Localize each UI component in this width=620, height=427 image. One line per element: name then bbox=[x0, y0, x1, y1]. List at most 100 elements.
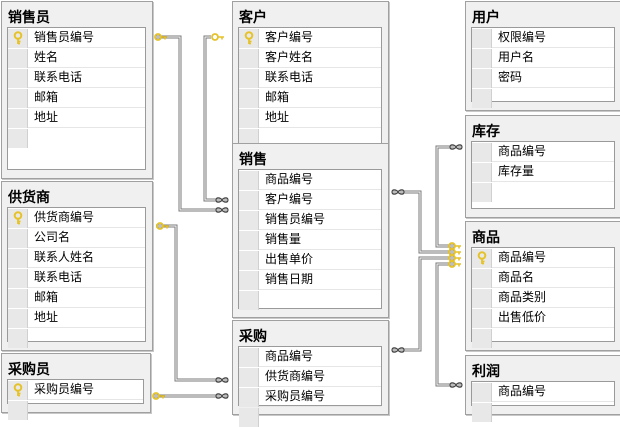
column-row[interactable]: 地址 bbox=[8, 108, 145, 128]
primary-key-icon bbox=[244, 31, 253, 45]
row-selector bbox=[472, 288, 492, 308]
empty-column-row[interactable] bbox=[239, 407, 381, 427]
column-row[interactable]: 供货商编号 bbox=[239, 367, 381, 387]
many-end-icon bbox=[449, 144, 463, 150]
column-row[interactable]: 邮箱 bbox=[8, 288, 145, 308]
column-row[interactable]: 商品编号 bbox=[239, 170, 381, 190]
column-row[interactable]: 供货商编号 bbox=[8, 208, 145, 228]
row-selector bbox=[8, 228, 28, 248]
column-row[interactable]: 地址 bbox=[8, 308, 145, 328]
column-row[interactable]: 联系电话 bbox=[239, 68, 381, 88]
column-row[interactable]: 采购员编号 bbox=[8, 380, 143, 400]
empty-column-row[interactable] bbox=[472, 182, 614, 202]
table-product[interactable]: 商品商品编号商品名商品类别出售低价 bbox=[465, 221, 620, 351]
column-row[interactable]: 销售员编号 bbox=[239, 210, 381, 230]
empty-column-row[interactable] bbox=[472, 402, 614, 422]
column-row[interactable]: 权限编号 bbox=[472, 28, 614, 48]
column-row[interactable]: 销售量 bbox=[239, 230, 381, 250]
row-selector bbox=[8, 48, 28, 68]
empty-column-row[interactable] bbox=[472, 328, 614, 348]
column-row[interactable]: 姓名 bbox=[8, 48, 145, 68]
column-row[interactable]: 出售单价 bbox=[239, 250, 381, 270]
table-purchase[interactable]: 采购商品编号供货商编号采购员编号 bbox=[232, 320, 389, 427]
column-name: 销售员编号 bbox=[28, 28, 145, 48]
column-row[interactable]: 出售低价 bbox=[472, 308, 614, 328]
empty-column-row[interactable] bbox=[8, 400, 143, 420]
row-selector bbox=[8, 308, 28, 328]
table-title: 销售 bbox=[239, 152, 267, 168]
relationship-line bbox=[392, 190, 455, 254]
column-row[interactable]: 客户编号 bbox=[239, 28, 381, 48]
row-selector bbox=[239, 347, 259, 367]
table-user[interactable]: 用户权限编号用户名密码 bbox=[465, 1, 620, 111]
column-row[interactable]: 用户名 bbox=[472, 48, 614, 68]
table-profit[interactable]: 利润商品编号 bbox=[465, 355, 620, 422]
column-row[interactable]: 邮箱 bbox=[8, 88, 145, 108]
table-buyer[interactable]: 采购员采购员编号 bbox=[1, 353, 151, 420]
table-supplier[interactable]: 供货商供货商编号公司名联系人姓名联系电话邮箱地址 bbox=[1, 181, 153, 351]
column-row[interactable]: 商品编号 bbox=[239, 347, 381, 367]
column-name: 客户编号 bbox=[259, 28, 381, 48]
column-name: 采购员编号 bbox=[259, 387, 381, 407]
column-row[interactable]: 商品编号 bbox=[472, 142, 614, 162]
column-row[interactable]: 客户编号 bbox=[239, 190, 381, 210]
column-row[interactable]: 地址 bbox=[239, 108, 381, 128]
relationship-line bbox=[435, 262, 462, 387]
column-row[interactable]: 邮箱 bbox=[239, 88, 381, 108]
row-selector bbox=[472, 142, 492, 162]
column-row[interactable]: 联系电话 bbox=[8, 68, 145, 88]
row-selector bbox=[472, 328, 492, 348]
empty-column-row[interactable] bbox=[8, 128, 145, 148]
primary-key-icon bbox=[13, 31, 22, 45]
many-end-icon bbox=[391, 347, 405, 353]
column-name: 客户编号 bbox=[259, 190, 381, 210]
column-name: 商品编号 bbox=[492, 248, 614, 268]
column-name: 销售员编号 bbox=[259, 210, 381, 230]
table-title: 利润 bbox=[472, 364, 500, 380]
column-row[interactable]: 公司名 bbox=[8, 228, 145, 248]
table-title: 库存 bbox=[472, 124, 500, 140]
table-salesperson[interactable]: 销售员销售员编号姓名联系电话邮箱地址 bbox=[1, 1, 153, 179]
column-row[interactable]: 客户姓名 bbox=[239, 48, 381, 68]
column-name: 姓名 bbox=[28, 48, 145, 68]
column-name: 供货商编号 bbox=[259, 367, 381, 387]
column-name: 联系电话 bbox=[28, 268, 145, 288]
column-row[interactable]: 采购员编号 bbox=[239, 387, 381, 407]
column-row[interactable]: 联系电话 bbox=[8, 268, 145, 288]
column-row[interactable]: 商品类别 bbox=[472, 288, 614, 308]
table-title: 供货商 bbox=[8, 190, 50, 206]
table-sales[interactable]: 销售商品编号客户编号销售员编号销售量出售单价销售日期 bbox=[232, 143, 389, 318]
empty-column-row[interactable] bbox=[239, 128, 381, 148]
one-end-key-icon bbox=[156, 222, 169, 230]
empty-column-row[interactable] bbox=[472, 88, 614, 108]
relationship-line bbox=[156, 225, 228, 381]
one-end-key-icon bbox=[448, 260, 461, 268]
empty-column-row[interactable] bbox=[239, 290, 381, 310]
column-row[interactable]: 联系人姓名 bbox=[8, 248, 145, 268]
column-row[interactable]: 密码 bbox=[472, 68, 614, 88]
row-selector bbox=[8, 88, 28, 108]
column-name: 库存量 bbox=[492, 162, 614, 182]
row-selector bbox=[239, 28, 259, 48]
column-row[interactable]: 商品编号 bbox=[472, 248, 614, 268]
relationship-line bbox=[204, 36, 228, 201]
column-row[interactable]: 库存量 bbox=[472, 162, 614, 182]
table-customer[interactable]: 客户客户编号客户姓名联系电话邮箱地址 bbox=[232, 1, 389, 155]
row-selector bbox=[239, 387, 259, 407]
row-selector bbox=[239, 48, 259, 68]
column-row[interactable]: 销售员编号 bbox=[8, 28, 145, 48]
column-name: 地址 bbox=[28, 108, 145, 128]
primary-key-icon bbox=[13, 211, 22, 225]
empty-column-row[interactable] bbox=[8, 328, 145, 348]
table-inventory[interactable]: 库存商品编号库存量 bbox=[465, 115, 620, 218]
row-selector bbox=[8, 400, 28, 420]
column-row[interactable]: 商品编号 bbox=[472, 382, 614, 402]
primary-key-icon bbox=[13, 383, 22, 397]
column-list: 商品编号 bbox=[471, 381, 615, 422]
row-selector bbox=[239, 170, 259, 190]
column-row[interactable]: 商品名 bbox=[472, 268, 614, 288]
column-row[interactable]: 销售日期 bbox=[239, 270, 381, 290]
column-name: 邮箱 bbox=[28, 88, 145, 108]
row-selector bbox=[239, 88, 259, 108]
column-name: 密码 bbox=[492, 68, 614, 88]
